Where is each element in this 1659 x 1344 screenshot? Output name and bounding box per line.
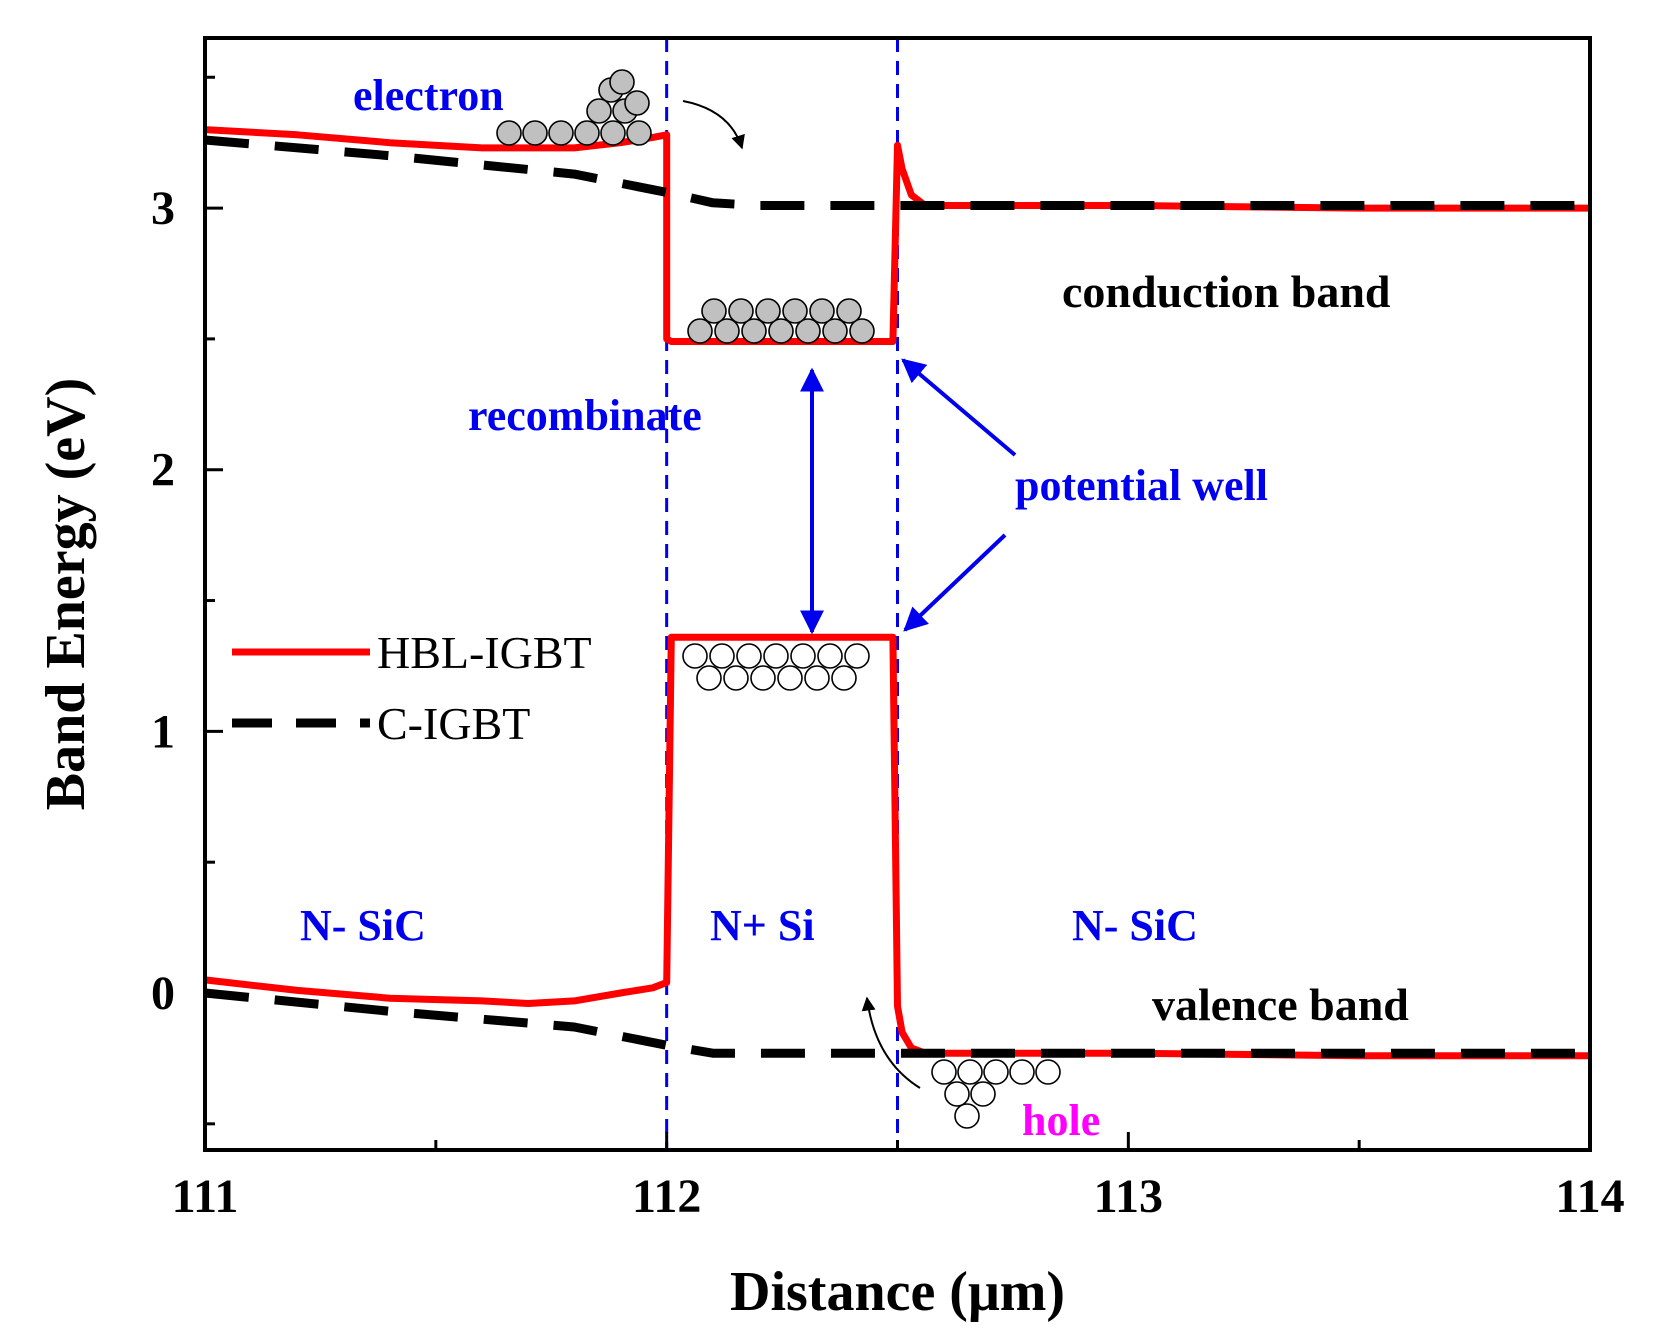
hole-cluster-well-11 bbox=[804, 665, 830, 691]
label-electron: electron bbox=[353, 71, 504, 120]
series-line-c-igbt-valence bbox=[204, 988, 1590, 1058]
electron-cluster-well-8 bbox=[728, 298, 754, 324]
electron-cluster-well-1 bbox=[714, 318, 740, 344]
potential-well-arrow-lower bbox=[903, 533, 1007, 632]
hole-cluster-well-0 bbox=[682, 643, 708, 669]
label-hole: hole bbox=[1022, 1096, 1100, 1145]
electron-cluster-well-6 bbox=[849, 318, 875, 344]
hole-cluster-low-0 bbox=[931, 1059, 957, 1085]
electron-cluster-top-3 bbox=[574, 120, 600, 146]
label-region-left: N- SiC bbox=[300, 901, 426, 950]
hole-cluster-well-7 bbox=[696, 665, 722, 691]
x-axis-title: Distance (μm) bbox=[730, 1261, 1065, 1323]
series-line-c-igbt-conduction bbox=[204, 135, 1590, 210]
hole-cluster-well-5 bbox=[817, 643, 843, 669]
hole-cluster-well-2 bbox=[736, 643, 762, 669]
x-tick-label-3: 114 bbox=[1555, 1170, 1624, 1223]
electron-cluster-top-10 bbox=[609, 69, 635, 95]
y-tick-label-1: 1 bbox=[151, 705, 175, 758]
label-potential-well: potential well bbox=[1015, 461, 1268, 510]
hole-cluster-low-3 bbox=[1009, 1059, 1035, 1085]
electron-cluster-top-1 bbox=[522, 120, 548, 146]
electron-curved-arrow bbox=[682, 100, 745, 150]
electron-cluster-well-2 bbox=[741, 318, 767, 344]
electron-cluster-well-7 bbox=[701, 298, 727, 324]
y-tick-label-2: 2 bbox=[151, 444, 175, 497]
hole-cluster-well-9 bbox=[750, 665, 776, 691]
electron-cluster-well-3 bbox=[768, 318, 794, 344]
electron-cluster-well-9 bbox=[755, 298, 781, 324]
electron-cluster-well-5 bbox=[822, 318, 848, 344]
hole-cluster-low-1 bbox=[957, 1059, 983, 1085]
hole-cluster-well-6 bbox=[844, 643, 870, 669]
electron-cluster-top-5 bbox=[626, 120, 652, 146]
electron-cluster-top-6 bbox=[586, 98, 612, 124]
electron-cluster-well-0 bbox=[687, 318, 713, 344]
annotation-layer: electron recombinate potential well conduct… bbox=[232, 69, 1409, 1145]
label-region-right: N- SiC bbox=[1072, 901, 1198, 950]
x-tick-label-2: 113 bbox=[1094, 1170, 1163, 1223]
x-tick-label-0: 111 bbox=[172, 1170, 239, 1223]
label-conduction-band: conduction band bbox=[1062, 266, 1391, 317]
label-valence-band: valence band bbox=[1152, 979, 1409, 1030]
hole-cluster-well-4 bbox=[790, 643, 816, 669]
hole-cluster-low-6 bbox=[970, 1081, 996, 1107]
legend-label-hbl-igbt: HBL-IGBT bbox=[377, 627, 592, 678]
hole-cluster-low-7 bbox=[954, 1103, 980, 1129]
y-axis-title: Band Energy (eV) bbox=[35, 378, 97, 810]
electron-cluster-well-11 bbox=[809, 298, 835, 324]
hole-cluster-low-2 bbox=[983, 1059, 1009, 1085]
y-tick-label-0: 0 bbox=[151, 967, 175, 1020]
potential-well-arrow-upper bbox=[901, 358, 1017, 457]
electron-cluster-well-10 bbox=[782, 298, 808, 324]
hole-cluster-well-1 bbox=[709, 643, 735, 669]
x-tick-label-1: 112 bbox=[632, 1170, 701, 1223]
electron-cluster-top-2 bbox=[548, 120, 574, 146]
electron-cluster-top-0 bbox=[496, 120, 522, 146]
hole-cluster-low-4 bbox=[1035, 1059, 1061, 1085]
hole-cluster-well-10 bbox=[777, 665, 803, 691]
electron-cluster-top-9 bbox=[624, 90, 650, 116]
electron-cluster-well-4 bbox=[795, 318, 821, 344]
hole-cluster-low-5 bbox=[944, 1081, 970, 1107]
plot-layer bbox=[204, 38, 1590, 1150]
y-tick-label-3: 3 bbox=[151, 182, 175, 235]
label-recombinate: recombinate bbox=[468, 391, 702, 440]
electron-cluster-top-4 bbox=[600, 120, 626, 146]
label-region-mid: N+ Si bbox=[710, 901, 815, 950]
hole-cluster-well-3 bbox=[763, 643, 789, 669]
hole-cluster-well-12 bbox=[831, 665, 857, 691]
legend-label-c-igbt: C-IGBT bbox=[377, 698, 530, 749]
electron-cluster-well-12 bbox=[836, 298, 862, 324]
hole-curved-arrow bbox=[861, 996, 921, 1089]
hole-cluster-well-8 bbox=[723, 665, 749, 691]
